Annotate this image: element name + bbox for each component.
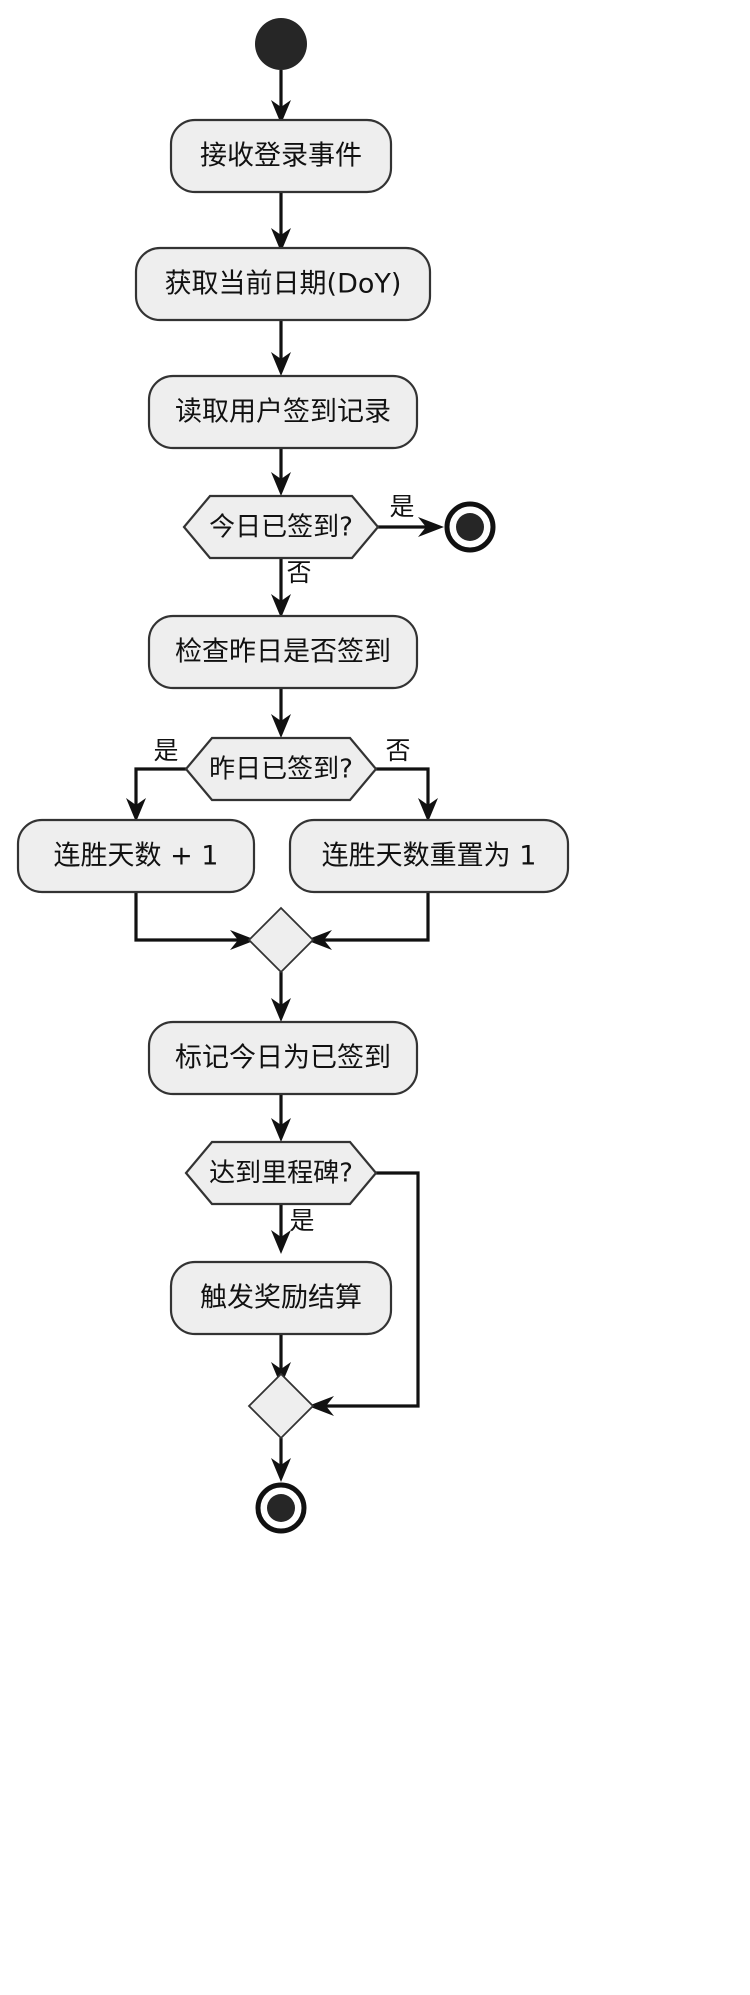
node-receive-login[interactable]: 接收登录事件 [169,118,393,194]
node-receive-login-label: 接收登录事件 [200,141,362,172]
node-trigger-reward[interactable]: 触发奖励结算 [169,1260,393,1336]
node-start[interactable] [255,18,307,70]
edge-checked-today-no-to-check-yesterday [271,558,291,618]
node-streak-plus-one-label: 连胜天数 + 1 [54,841,219,872]
node-mark-today[interactable]: 标记今日为已签到 [147,1020,419,1096]
node-read-record[interactable]: 读取用户签到记录 [147,374,419,450]
node-get-date-label: 获取当前日期(DoY) [165,269,402,300]
node-merge-streak[interactable] [247,906,315,974]
node-milestone[interactable]: 达到里程碑? [184,1140,378,1206]
node-checked-today-label: 今日已签到? [209,513,353,543]
edge-milestone-yes-to-trigger-reward [271,1204,291,1254]
edge-checked-yesterday-no-to-streak-reset [376,767,438,822]
edge-label-checked-today-no: 否 [286,558,311,587]
edge-streak-reset-to-merge [306,892,430,950]
node-trigger-reward-label: 触发奖励结算 [200,1283,362,1314]
edge-label-checked-today-yes: 是 [389,492,414,521]
node-check-yesterday-label: 检查昨日是否签到 [175,637,391,668]
edge-label-milestone-yes: 是 [289,1206,314,1235]
edge-milestone-no-to-merge-reward [308,1171,420,1416]
edge-receive-login-to-get-date [271,192,291,252]
node-end-early[interactable] [444,501,496,553]
edge-mark-today-to-milestone [271,1094,291,1142]
node-end-final[interactable] [255,1482,307,1534]
node-read-record-label: 读取用户签到记录 [175,397,391,428]
edge-streak-plus-to-merge [134,892,256,950]
edge-check-yesterday-to-decision [271,688,291,738]
edge-checked-yesterday-yes-to-streak-plus [126,767,186,822]
node-streak-plus-one[interactable]: 连胜天数 + 1 [16,818,256,894]
edge-read-record-to-checked-today [271,448,291,496]
edge-merge-streak-to-mark-today [271,972,291,1022]
edge-get-date-to-read-record [271,320,291,376]
node-check-yesterday[interactable]: 检查昨日是否签到 [147,614,419,690]
edge-label-checked-yesterday-yes: 是 [153,736,178,765]
node-milestone-label: 达到里程碑? [209,1159,353,1189]
edge-merge-reward-to-end [271,1438,291,1482]
edge-start-to-receive-login [271,70,291,124]
node-get-date[interactable]: 获取当前日期(DoY) [134,246,432,322]
edge-label-checked-yesterday-no: 否 [385,736,410,765]
edge-checked-today-yes-to-end [378,517,444,537]
node-streak-reset-label: 连胜天数重置为 1 [322,841,537,872]
node-checked-today[interactable]: 今日已签到? [182,494,380,560]
node-checked-yesterday[interactable]: 昨日已签到? [184,736,378,802]
node-streak-reset[interactable]: 连胜天数重置为 1 [288,818,570,894]
node-merge-reward[interactable] [247,1372,315,1440]
node-mark-today-label: 标记今日为已签到 [175,1043,391,1074]
node-checked-yesterday-label: 昨日已签到? [209,755,353,785]
